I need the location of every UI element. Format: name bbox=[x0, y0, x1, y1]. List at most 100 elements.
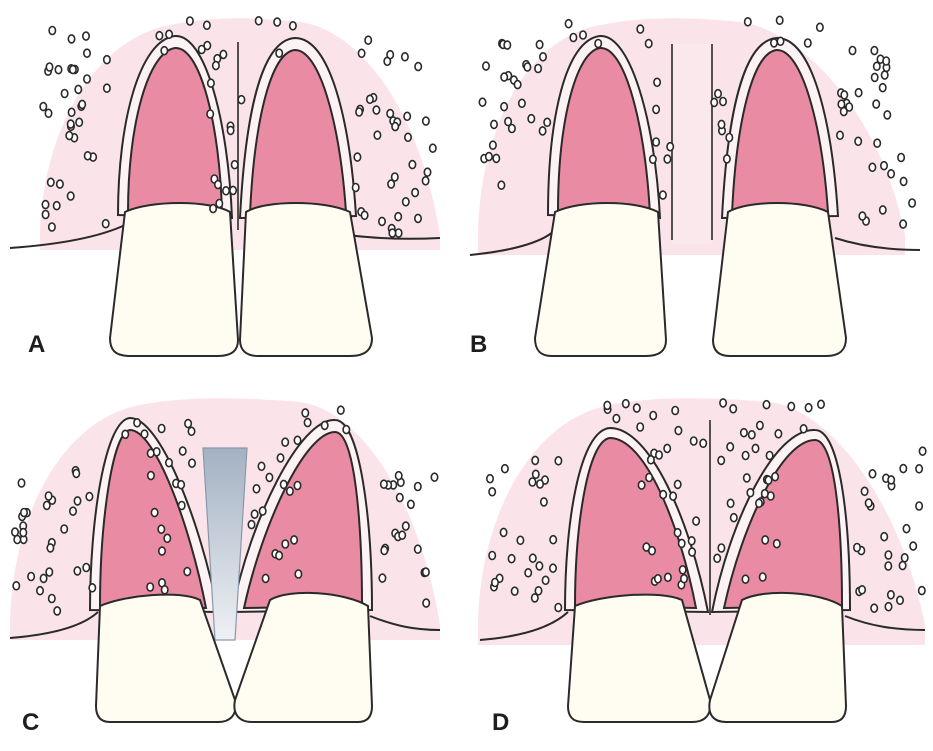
bone-cell bbox=[354, 153, 360, 161]
bone-cell bbox=[745, 18, 751, 26]
bone-cell bbox=[623, 400, 629, 408]
bone-cell bbox=[502, 465, 508, 473]
bone-cell bbox=[431, 473, 437, 481]
bone-cell bbox=[711, 98, 717, 106]
bone-cell bbox=[720, 98, 726, 106]
bone-cell bbox=[282, 540, 288, 548]
bone-cell bbox=[415, 483, 421, 491]
bone-cell bbox=[184, 568, 190, 576]
bone-cell bbox=[498, 181, 504, 189]
bone-cell bbox=[667, 143, 673, 151]
bone-cell bbox=[423, 117, 429, 125]
bone-cell bbox=[679, 539, 685, 547]
bone-cell bbox=[48, 178, 54, 186]
bone-cell bbox=[536, 562, 542, 570]
bone-cell bbox=[423, 599, 429, 607]
bone-cell bbox=[880, 84, 886, 92]
bone-cell bbox=[537, 480, 543, 488]
bone-cell bbox=[66, 132, 72, 140]
bone-cell bbox=[18, 479, 24, 487]
bone-cell bbox=[555, 604, 561, 612]
bone-cell bbox=[159, 547, 165, 555]
bone-cell bbox=[646, 40, 652, 48]
bone-cell bbox=[57, 180, 63, 188]
bone-cell bbox=[387, 51, 393, 59]
bone-cell bbox=[161, 47, 167, 55]
bone-cell bbox=[715, 90, 721, 98]
bone-cell bbox=[408, 500, 414, 508]
bone-cell bbox=[902, 554, 908, 562]
bone-cell bbox=[916, 465, 922, 473]
bone-cell bbox=[367, 95, 373, 103]
bone-cell bbox=[838, 100, 844, 108]
bone-cell bbox=[741, 429, 747, 437]
bone-cell bbox=[777, 16, 783, 24]
bone-cell bbox=[405, 133, 411, 141]
bone-cell bbox=[85, 152, 91, 160]
bone-cell bbox=[660, 491, 666, 499]
bone-cell bbox=[73, 469, 79, 477]
bone-cell bbox=[646, 474, 652, 482]
bone-cell bbox=[180, 447, 186, 455]
bone-cell bbox=[726, 134, 732, 142]
bone-cell bbox=[800, 425, 806, 433]
bone-cell bbox=[424, 168, 430, 176]
bone-cell bbox=[500, 528, 506, 536]
bone-cell bbox=[423, 568, 429, 576]
bone-cell bbox=[885, 551, 891, 559]
bone-cell bbox=[888, 591, 894, 599]
bone-cell bbox=[874, 62, 880, 70]
bone-cell bbox=[720, 399, 726, 407]
bone-cell bbox=[509, 125, 515, 133]
bone-cell bbox=[714, 554, 720, 562]
bone-cell bbox=[512, 587, 518, 595]
bone-cell bbox=[61, 90, 67, 98]
bone-cell bbox=[752, 444, 758, 452]
bone-cell bbox=[885, 562, 891, 570]
bone-cell bbox=[232, 161, 238, 169]
bone-cell bbox=[389, 229, 395, 237]
bone-cell bbox=[399, 531, 405, 539]
bone-cell bbox=[373, 106, 379, 114]
bone-cell bbox=[28, 573, 34, 581]
bone-cell bbox=[672, 407, 678, 415]
bone-cell bbox=[213, 62, 219, 70]
bone-cell bbox=[489, 488, 495, 496]
bone-cell bbox=[881, 533, 887, 541]
bone-cell bbox=[535, 65, 541, 73]
bone-cell bbox=[544, 118, 550, 126]
bone-cell bbox=[718, 544, 724, 552]
bone-cell bbox=[765, 476, 771, 484]
bone-cell bbox=[141, 430, 147, 438]
bone-cell bbox=[664, 155, 670, 163]
bone-cell bbox=[899, 562, 905, 570]
bone-cell bbox=[727, 443, 733, 451]
bone-cell bbox=[724, 155, 730, 163]
bone-cell bbox=[122, 430, 128, 438]
bone-cell bbox=[493, 154, 499, 162]
bone-cell bbox=[49, 27, 55, 35]
bone-cell bbox=[356, 108, 362, 116]
panel-label-c: C bbox=[22, 709, 39, 736]
bone-cell bbox=[54, 202, 60, 210]
bone-cell bbox=[302, 409, 308, 417]
bone-cell bbox=[747, 489, 753, 497]
bone-cell bbox=[637, 25, 643, 33]
bone-cell bbox=[199, 46, 205, 54]
bone-cell bbox=[68, 35, 74, 43]
bone-cell bbox=[83, 32, 89, 40]
bone-cell bbox=[207, 110, 213, 118]
bone-cell bbox=[689, 537, 695, 545]
bone-cell bbox=[649, 547, 655, 555]
bone-cell bbox=[374, 131, 380, 139]
bone-cell bbox=[358, 49, 364, 57]
bone-cell bbox=[756, 499, 762, 507]
bone-cell bbox=[580, 31, 586, 39]
bone-cell bbox=[550, 536, 556, 544]
bone-cell bbox=[869, 163, 875, 171]
bone-cell bbox=[70, 507, 76, 515]
bone-cell bbox=[680, 566, 686, 574]
panel-b: B bbox=[470, 16, 920, 358]
bone-cell bbox=[871, 604, 877, 612]
